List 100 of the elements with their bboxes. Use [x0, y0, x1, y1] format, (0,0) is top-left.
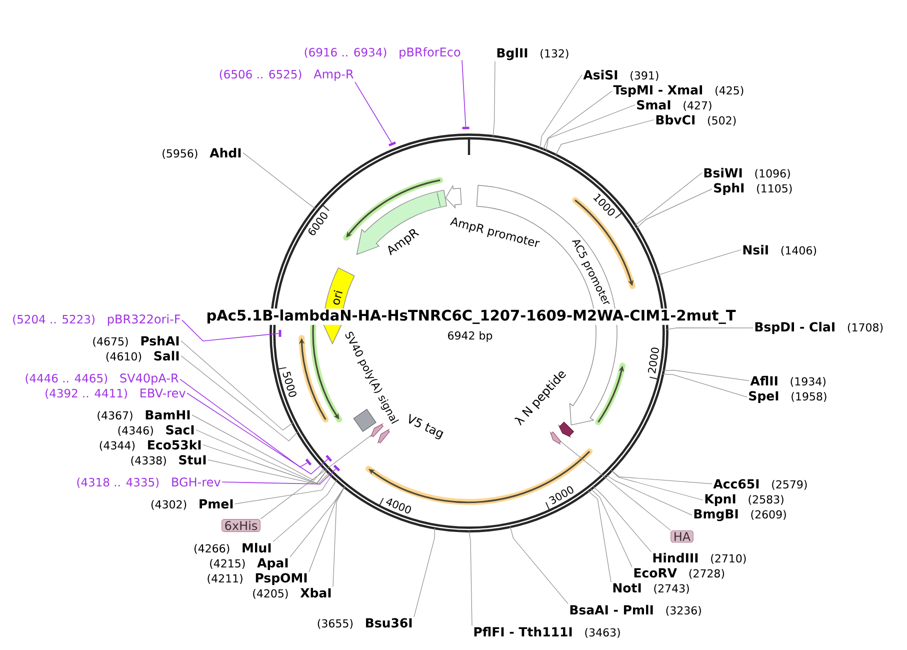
leader-line	[196, 430, 328, 484]
enzyme-site-label: BamHI	[146, 410, 190, 420]
primer-mark	[462, 126, 470, 130]
enzyme-site-label: ApaI	[257, 558, 288, 570]
site-position: (3655)	[318, 619, 353, 629]
enzyme-site-label: PmeI	[200, 499, 233, 509]
site-position: (2609)	[751, 510, 786, 520]
enzyme-site-label: SacI	[166, 425, 194, 435]
leader-line	[510, 526, 568, 604]
site-position: (2583)	[748, 495, 784, 505]
leader-line	[308, 486, 345, 572]
primer-label: pBRforEco	[400, 47, 460, 59]
leader-line	[462, 60, 466, 128]
primer-label: BGH-rev	[172, 477, 220, 487]
site-position: (502)	[708, 116, 736, 126]
enzyme-site-label: BspDI - ClaI	[755, 322, 834, 334]
primer-label: EBV-rev	[140, 388, 186, 398]
primer-mark	[305, 458, 312, 466]
leader-line	[332, 486, 345, 587]
primer-mark	[388, 142, 396, 146]
leader-line	[540, 74, 582, 149]
site-position: (3236)	[666, 606, 701, 616]
site-position: (2710)	[711, 554, 746, 564]
enzyme-site-label: HindIII	[653, 552, 698, 563]
enzyme-site-label: AsiSI	[583, 70, 618, 80]
enzyme-site-label: BmgBI	[694, 509, 738, 522]
enzyme-site-label: PspOMI	[256, 573, 307, 585]
primer-label: Amp-R	[314, 70, 354, 81]
leader-line	[658, 249, 742, 276]
primer-position: (6916 .. 6934)	[304, 48, 386, 58]
enzyme-site-label: MluI	[242, 542, 271, 553]
primer-position: (5204 .. 5223)	[13, 314, 94, 325]
leader-line	[272, 480, 338, 542]
site-position: (2728)	[689, 569, 724, 579]
primer-mark	[278, 330, 282, 337]
site-position: (3463)	[585, 628, 620, 638]
site-position: (1406)	[781, 246, 816, 256]
enzyme-site-label: XbaI	[300, 588, 331, 598]
feature-tag: 6xHis	[222, 519, 260, 532]
leader-line	[186, 392, 328, 474]
site-position: (2579)	[772, 480, 807, 490]
leader-line	[468, 530, 472, 626]
leader-line	[606, 474, 692, 516]
site-position: (427)	[684, 101, 712, 111]
leader-line	[192, 414, 325, 481]
primer-position: (4318 .. 4335)	[77, 478, 159, 488]
enzyme-site-label: Bsu36I	[366, 618, 412, 628]
primer-position: (6506 .. 6525)	[220, 70, 302, 80]
primer-mark	[326, 454, 332, 462]
leader-line	[202, 444, 328, 484]
site-position: (4338)	[131, 456, 166, 466]
site-position: (1708)	[848, 323, 883, 333]
leader-line	[182, 320, 279, 342]
site-position: (4211)	[208, 574, 242, 584]
leader-line	[180, 378, 308, 468]
site-position: (4205)	[253, 589, 288, 599]
leader-line	[610, 470, 704, 500]
leader-line	[588, 490, 612, 582]
enzyme-site-label: TspMI - XmaI	[613, 85, 702, 97]
feature-tag: HA	[670, 530, 694, 543]
leader-line	[662, 370, 750, 381]
leader-line	[634, 172, 702, 226]
plasmid-title: pAc5.1B-lambdaN-HA-HsTNRC6C_1207-1609-M2WA-CIM1-2mut_T	[205, 308, 737, 325]
tick-label: 4000	[386, 498, 411, 514]
enzyme-site-label: Acc65I	[713, 479, 759, 489]
enzyme-site-label: AflII	[750, 376, 778, 386]
enzyme-site-label: PflFI - Tth111I	[474, 626, 572, 636]
site-position: (4610)	[106, 352, 142, 362]
leader-line	[666, 328, 754, 330]
tick-label: 5000	[282, 372, 296, 397]
leader-line	[234, 474, 332, 504]
leader-line	[636, 188, 712, 229]
site-position: (1934)	[790, 377, 826, 387]
enzyme-site-label: BbvCI	[656, 114, 694, 125]
leader-line	[555, 119, 654, 156]
site-position: (4675)	[93, 337, 128, 347]
site-position: (4346)	[118, 426, 153, 436]
site-position: (1105)	[757, 184, 792, 194]
enzyme-site-label: NotI	[613, 583, 641, 593]
primer-label: pBR322ori-F	[108, 314, 180, 326]
leader-line	[593, 486, 652, 552]
site-position: (4215)	[210, 559, 245, 569]
enzyme-site-label: BsiWI	[704, 168, 742, 178]
enzyme-site-label: PshAI	[141, 336, 179, 346]
leader-line	[290, 486, 345, 558]
enzyme-site-label: SalI	[154, 350, 179, 361]
primer-mark	[333, 464, 340, 472]
enzyme-site-label: KpnI	[705, 494, 736, 506]
site-position: (425)	[716, 86, 744, 96]
leader-line	[180, 355, 298, 442]
site-position: (4302)	[151, 500, 186, 510]
site-position: (5956)	[162, 149, 198, 159]
site-position: (132)	[540, 49, 568, 59]
leader-line	[180, 340, 294, 431]
enzyme-site-label: SmaI	[637, 100, 670, 110]
site-position: (4344)	[100, 441, 135, 451]
leader-line	[542, 90, 612, 150]
site-position: (4367)	[98, 411, 132, 421]
enzyme-site-label: NsiI	[743, 244, 768, 255]
primer-position: (4392 .. 4411)	[46, 388, 127, 399]
